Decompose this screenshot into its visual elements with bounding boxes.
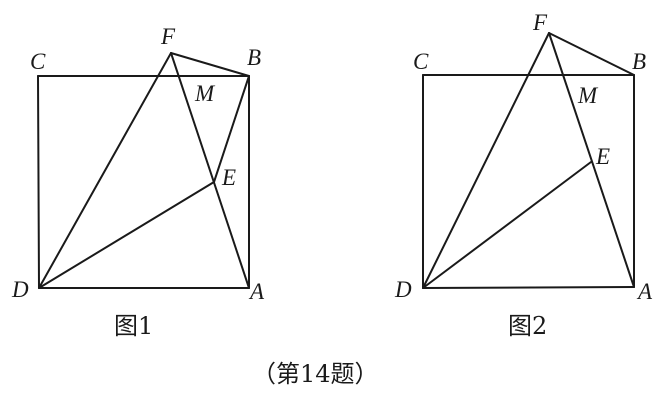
segment-ad — [422, 286, 635, 289]
label-e: E — [596, 144, 611, 169]
label-f: F — [161, 24, 176, 49]
label-e: E — [222, 165, 237, 190]
label-m: M — [195, 81, 215, 106]
label-f: F — [533, 10, 548, 35]
segment-de — [422, 161, 592, 289]
segment-dc — [37, 75, 40, 289]
segment-df — [422, 32, 550, 289]
label-b: B — [632, 49, 647, 74]
figure-1-caption: 图1 — [114, 312, 154, 340]
label-b: B — [247, 45, 262, 70]
segment-fa — [170, 52, 250, 289]
segment-df — [38, 52, 172, 289]
label-a: A — [638, 279, 653, 304]
problem-caption: （第14题） — [252, 360, 379, 388]
label-c: C — [30, 49, 46, 74]
label-c: C — [413, 49, 429, 74]
figure-2-caption: 图2 — [508, 312, 548, 340]
segment-be — [213, 75, 250, 183]
label-d: D — [395, 277, 412, 302]
segment-de — [38, 181, 215, 289]
segment-fb — [548, 32, 635, 76]
label-d: D — [12, 277, 29, 302]
label-a: A — [250, 279, 265, 304]
label-m: M — [578, 83, 598, 108]
segment-fa — [548, 32, 635, 288]
segment-fb — [170, 52, 250, 77]
